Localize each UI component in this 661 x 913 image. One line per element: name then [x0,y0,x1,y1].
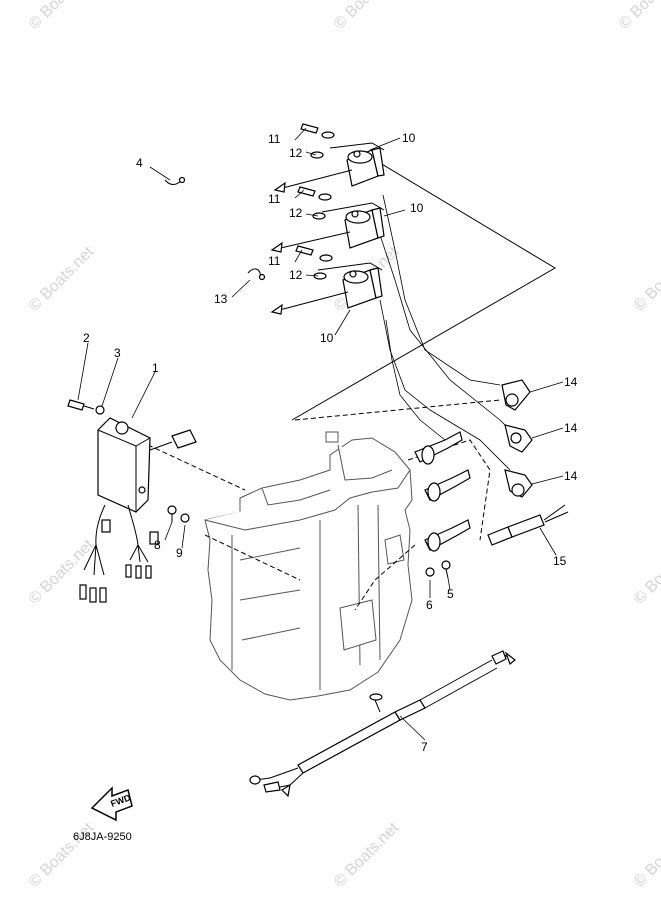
cdi-washer-3 [95,405,105,415]
part-label-8: 8 [154,538,161,552]
part-label-1: 1 [152,361,159,375]
watermark: © Boats.net [26,243,98,315]
wire-lead-7 [249,650,516,798]
part-label-12-middle: 12 [289,206,303,220]
part-label-13: 13 [214,292,228,306]
part-label-14-bottom: 14 [564,469,578,483]
part-label-14-top: 14 [564,375,578,389]
part-label-6: 6 [426,598,433,612]
watermark: © Boats.net [26,0,98,33]
part-label-12-bottom: 12 [289,268,303,282]
part-label-14-middle: 14 [564,421,578,435]
plug-cap-middle [504,424,533,453]
watermark: © Boats.net [331,0,403,33]
cdi-connector [149,429,197,451]
ignition-coil-bottom [317,262,383,309]
coil-washers [310,131,335,280]
part-label-7: 7 [421,740,428,754]
part-label-12-top: 12 [289,146,303,160]
watermark: © Boats.net [616,0,661,33]
part-label-9: 9 [176,546,183,560]
drawing-code: 6J8JA-9250 [73,831,132,843]
ignition-coil-top [329,142,385,187]
part-number-labels: 2 3 1 4 11 12 10 11 12 10 11 12 13 10 14… [83,131,578,754]
part-label-10-middle: 10 [410,201,424,215]
ht-wires [379,194,511,471]
washer-6 [425,567,435,577]
part-label-11-middle: 11 [268,192,281,206]
part-label-15: 15 [553,554,567,568]
coil-ground-wires [270,169,353,315]
watermark: © Boats.net [631,243,661,315]
part-label-2: 2 [83,331,90,345]
watermark: © Boats.net [631,536,661,608]
engine-block [204,431,413,701]
clamp-4 [164,176,186,185]
part-label-5: 5 [447,587,454,601]
ignition-coil-middle [321,202,385,249]
part-label-3: 3 [114,346,121,360]
spark-plug-top [414,431,463,465]
part-label-11-top: 11 [268,132,281,146]
spark-plug-bottom [424,519,471,552]
sensor-15 [487,504,569,546]
clamp-13 [247,268,266,281]
part-label-10-bottom: 10 [320,331,334,345]
coil-bracket-outline [291,159,556,421]
watermark: © Boats.net [331,819,403,891]
cdi-bolt-2 [67,399,95,411]
part-label-11-bottom: 11 [268,254,281,268]
coil-bolts [295,123,319,256]
plug-cap-bottom [504,469,533,498]
bolt-8 [167,505,177,522]
plug-cap-top [501,379,531,411]
washer-9 [180,513,190,523]
watermark: © Boats.net [26,819,98,891]
cdi-harness [79,504,159,603]
part-label-10-top: 10 [402,131,416,145]
cdi-unit [97,417,151,513]
callout-lines [77,127,564,741]
watermark: © Boats.net [26,536,98,608]
watermark: © Boats.net [631,819,661,891]
fwd-arrow-icon: FWD [90,786,133,822]
spark-plug-middle [424,469,471,502]
part-label-4: 4 [136,156,143,170]
bolt-5 [441,560,451,579]
